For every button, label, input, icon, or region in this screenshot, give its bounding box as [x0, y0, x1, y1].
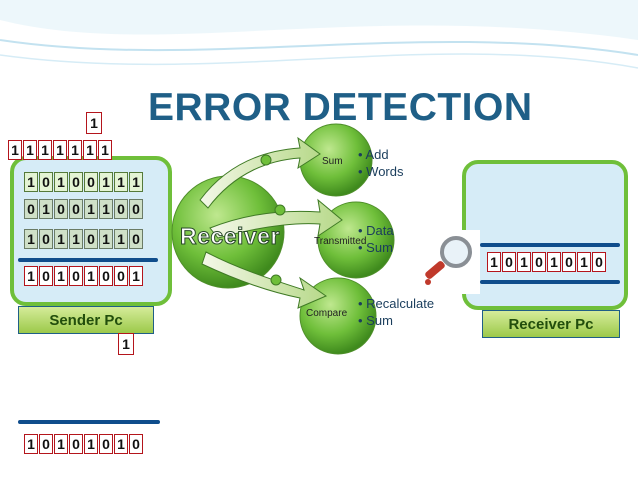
bit: 0: [84, 172, 98, 192]
bit: 1: [24, 434, 38, 454]
arrow-to-sum: [199, 136, 321, 209]
sender-sum: 1 0 1 0 1 0 0 1: [24, 266, 144, 286]
bit: 1: [84, 199, 98, 219]
bit: 1: [98, 140, 112, 160]
bit: 1: [129, 266, 143, 286]
bit: 1: [577, 252, 591, 272]
bullet-text: Words: [366, 164, 404, 179]
bit: 1: [114, 172, 128, 192]
bit: 0: [562, 252, 576, 272]
bullet-text: Sum: [366, 313, 393, 328]
sender-word-2: 0 1 0 0 1 1 0 0: [24, 199, 144, 219]
bullet-text: Data: [366, 223, 394, 238]
arrow-tail-dot: [270, 274, 282, 286]
bit: 1: [38, 140, 52, 160]
bit: 1: [517, 252, 531, 272]
bit: 0: [69, 434, 83, 454]
bit: 0: [532, 252, 546, 272]
bit: 1: [39, 199, 53, 219]
receiver-pc-label: Receiver Pc: [482, 310, 620, 338]
bit: 1: [24, 266, 38, 286]
bit: 0: [84, 229, 98, 249]
sender-carry-bottom: 1: [118, 333, 135, 355]
bit: 0: [129, 199, 143, 219]
bit: 1: [99, 229, 113, 249]
bit: 0: [502, 252, 516, 272]
bit: 1: [547, 252, 561, 272]
magnifier-icon: [416, 230, 480, 294]
bit: 1: [118, 333, 134, 355]
bullet-text: Sum: [366, 240, 393, 255]
arrow-tail-dot: [274, 204, 286, 216]
bit: 1: [99, 199, 113, 219]
bit: 1: [83, 140, 97, 160]
bit: 0: [114, 266, 128, 286]
bit: 1: [54, 434, 68, 454]
bit: 1: [23, 140, 37, 160]
bit: 0: [39, 434, 53, 454]
bit: 0: [69, 172, 83, 192]
bullet-text: Recalculate: [366, 296, 435, 311]
sum-divider-line: [18, 258, 158, 262]
sender-checksum: 1 0 1 0 1 0 1 0: [24, 434, 144, 454]
bullet-text: Add: [365, 147, 389, 162]
step-bullets-compare: • Recalculate • Sum: [358, 296, 435, 328]
step-label-compare: Compare: [306, 308, 348, 319]
bit: 1: [487, 252, 501, 272]
bit: 0: [69, 266, 83, 286]
bit: 1: [84, 266, 98, 286]
step-bullets-sum: • Add • Words: [358, 147, 404, 179]
receiver-line-top: [480, 243, 620, 247]
sender-pc-label-text: Sender Pc: [49, 311, 123, 329]
step-label-sum: Sum: [322, 156, 343, 167]
bit: 1: [86, 112, 102, 134]
sender-word-3: 1 0 1 1 0 1 1 0: [24, 229, 144, 249]
step-label-transmitted: Transmitted: [314, 236, 367, 247]
bit: 1: [129, 172, 143, 192]
step-bullets-transmitted: • Data • Sum: [358, 223, 394, 255]
checksum-divider-line: [18, 420, 160, 424]
sender-carry-row: 1 1 1 1 1 1 1: [8, 140, 113, 160]
receiver-line-bottom: [480, 280, 620, 284]
bit: 1: [114, 229, 128, 249]
receiver-data: 1 0 1 0 1 0 1 0: [487, 252, 607, 272]
arrow-to-transmitted: [209, 198, 343, 239]
bit: 1: [24, 172, 38, 192]
sender-carry-top: 1: [86, 112, 103, 134]
page-title: ERROR DETECTION: [148, 86, 533, 129]
bit: 0: [99, 266, 113, 286]
bit: 1: [69, 229, 83, 249]
bit: 1: [54, 266, 68, 286]
bit: 1: [24, 229, 38, 249]
bit: 0: [592, 252, 606, 272]
receiver-hub-label: Receiver: [180, 223, 280, 250]
bit: 1: [114, 434, 128, 454]
bit: 0: [99, 434, 113, 454]
bit: 0: [129, 229, 143, 249]
bit: 1: [8, 140, 22, 160]
bit: 0: [24, 199, 38, 219]
arrow-tail-dot: [260, 154, 272, 166]
bit: 0: [54, 199, 68, 219]
bit: 1: [54, 229, 68, 249]
bit: 1: [54, 172, 68, 192]
bit: 0: [39, 229, 53, 249]
header-wave-decoration: [0, 0, 638, 69]
bit: 0: [114, 199, 128, 219]
bit: 0: [39, 172, 53, 192]
bit: 1: [68, 140, 82, 160]
bit: 0: [129, 434, 143, 454]
bit: 1: [99, 172, 113, 192]
sender-pc-label: Sender Pc: [18, 306, 154, 334]
bit: 1: [53, 140, 67, 160]
sender-word-1: 1 0 1 0 0 1 1 1: [24, 172, 144, 192]
bit: 0: [39, 266, 53, 286]
receiver-pc-panel: [462, 160, 628, 310]
arrow-to-compare: [201, 251, 328, 309]
receiver-pc-label-text: Receiver Pc: [508, 315, 594, 333]
process-diagram: [171, 123, 395, 355]
bit: 0: [69, 199, 83, 219]
bit: 1: [84, 434, 98, 454]
